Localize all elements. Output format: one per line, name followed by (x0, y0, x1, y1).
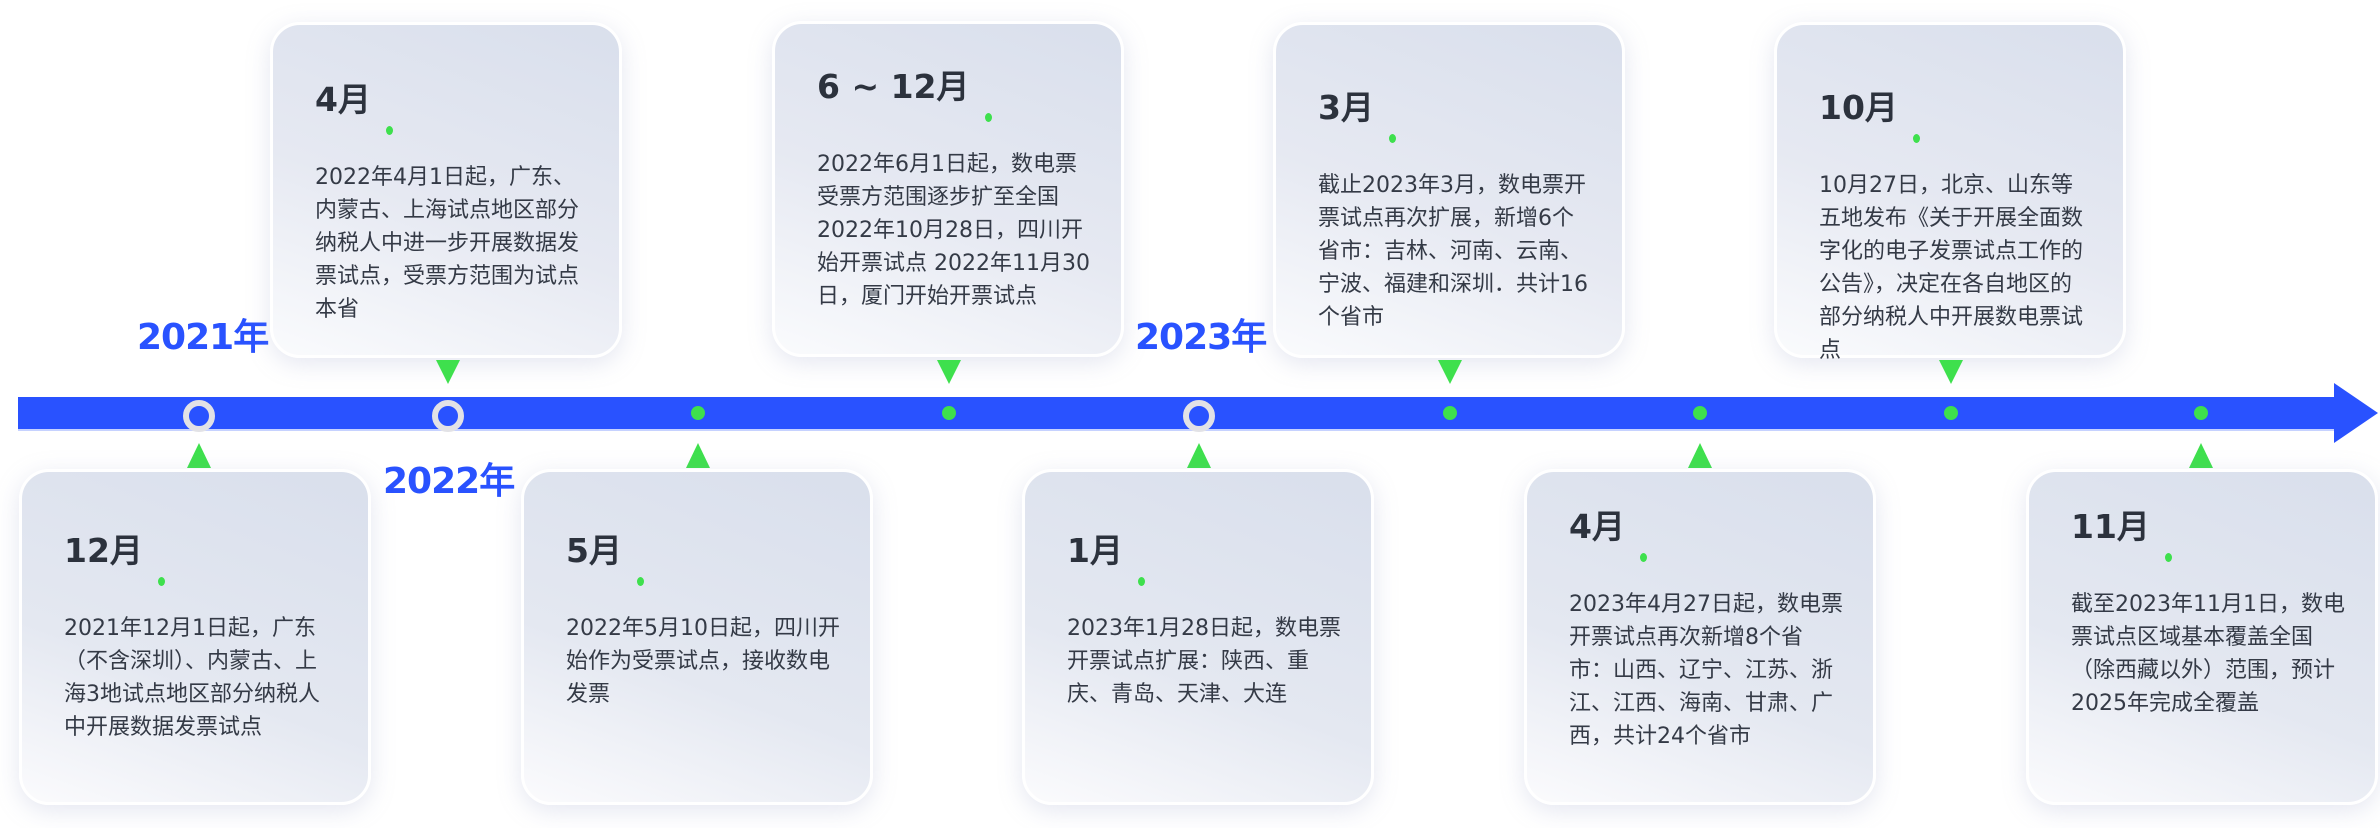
pointer-icon (2189, 443, 2213, 468)
event-card: 1月 2023年1月28日起，数电票开票试点扩展：陕西、重庆、青岛、天津、大连 (1022, 469, 1374, 805)
event-card: 10月 10月27日，北京、山东等五地发布《关于开展全面数字化的电子发票试点工作… (1774, 22, 2126, 363)
event-text: 2022年5月10日起，四川开始作为受票试点，接收数电发票 (566, 616, 840, 707)
timeline-bar (18, 397, 2340, 431)
event-marker (1944, 406, 1958, 420)
dot-icon (1912, 134, 1920, 143)
event-marker (2194, 406, 2208, 420)
pointer-icon (187, 443, 211, 468)
event-text: 2023年1月28日起，数电票开票试点扩展：陕西、重庆、青岛、天津、大连 (1067, 616, 1341, 707)
event-month: 6 ~ 12月 (817, 60, 992, 122)
pointer-icon (937, 360, 961, 384)
event-month: 4月 (315, 73, 393, 135)
event-text: 10月27日，北京、山东等五地发布《关于开展全面数字化的电子发票试点工作的公告》… (1819, 173, 2084, 363)
event-month: 3月 (1318, 81, 1396, 143)
year-marker-2023 (1183, 400, 1215, 432)
event-card: 6 ~ 12月 2022年6月1日起，数电票受票方范围逐步扩至全国 2022年1… (772, 21, 1124, 357)
year-label: 2023年 (1135, 317, 1267, 358)
dot-icon (1388, 134, 1396, 143)
dot-icon (157, 577, 165, 586)
dot-icon (385, 126, 393, 135)
event-card: 12月 2021年12月1日起，广东（不含深圳）、内蒙古、上海3地试点地区部分纳… (19, 469, 371, 805)
pointer-icon (686, 443, 710, 468)
event-card: 11月 截至2023年11月1日，数电票试点区域基本覆盖全国（除西藏以外）范围，… (2026, 469, 2378, 805)
event-month: 12月 (64, 524, 165, 586)
dot-icon (636, 577, 644, 586)
dot-icon (984, 113, 992, 122)
year-marker-2022 (432, 400, 464, 432)
event-text: 2022年4月1日起，广东、内蒙古、上海试点地区部分纳税人中进一步开展数据发票试… (315, 165, 580, 322)
event-month: 5月 (566, 524, 644, 586)
event-card: 3月 截止2023年3月，数电票开票试点再次扩展，新增6个省市：吉林、河南、云南… (1273, 22, 1625, 358)
event-month: 11月 (2071, 500, 2172, 562)
event-marker (691, 406, 705, 420)
dot-icon (1137, 577, 1145, 586)
event-marker (1443, 406, 1457, 420)
dot-icon (1639, 553, 1647, 562)
event-card: 5月 2022年5月10日起，四川开始作为受票试点，接收数电发票 (521, 469, 873, 805)
event-month: 4月 (1569, 500, 1647, 562)
pointer-icon (1688, 443, 1712, 468)
pointer-icon (1438, 360, 1462, 384)
year-marker-2021 (183, 400, 215, 432)
event-month: 1月 (1067, 524, 1145, 586)
event-month: 10月 (1819, 81, 1920, 143)
event-text: 截至2023年11月1日，数电票试点区域基本覆盖全国（除西藏以外）范围，预计20… (2071, 592, 2345, 716)
year-label: 2022年 (383, 461, 515, 502)
pointer-icon (1939, 360, 1963, 384)
dot-icon (2164, 553, 2172, 562)
event-text: 2023年4月27日起，数电票开票试点再次新增8个省市：山西、辽宁、江苏、浙江、… (1569, 592, 1843, 749)
pointer-icon (436, 360, 460, 384)
pointer-icon (1187, 443, 1211, 468)
event-text: 2022年6月1日起，数电票受票方范围逐步扩至全国 2022年10月28日，四川… (817, 152, 1090, 309)
year-label: 2021年 (137, 317, 269, 358)
event-card: 4月 2023年4月27日起，数电票开票试点再次新增8个省市：山西、辽宁、江苏、… (1524, 469, 1876, 805)
event-text: 2021年12月1日起，广东（不含深圳）、内蒙古、上海3地试点地区部分纳税人中开… (64, 616, 320, 740)
event-marker (942, 406, 956, 420)
event-text: 截止2023年3月，数电票开票试点再次扩展，新增6个省市：吉林、河南、云南、宁波… (1318, 173, 1588, 330)
event-marker (1693, 406, 1707, 420)
event-card: 4月 2022年4月1日起，广东、内蒙古、上海试点地区部分纳税人中进一步开展数据… (270, 22, 622, 358)
timeline-arrow-icon (2334, 383, 2378, 443)
